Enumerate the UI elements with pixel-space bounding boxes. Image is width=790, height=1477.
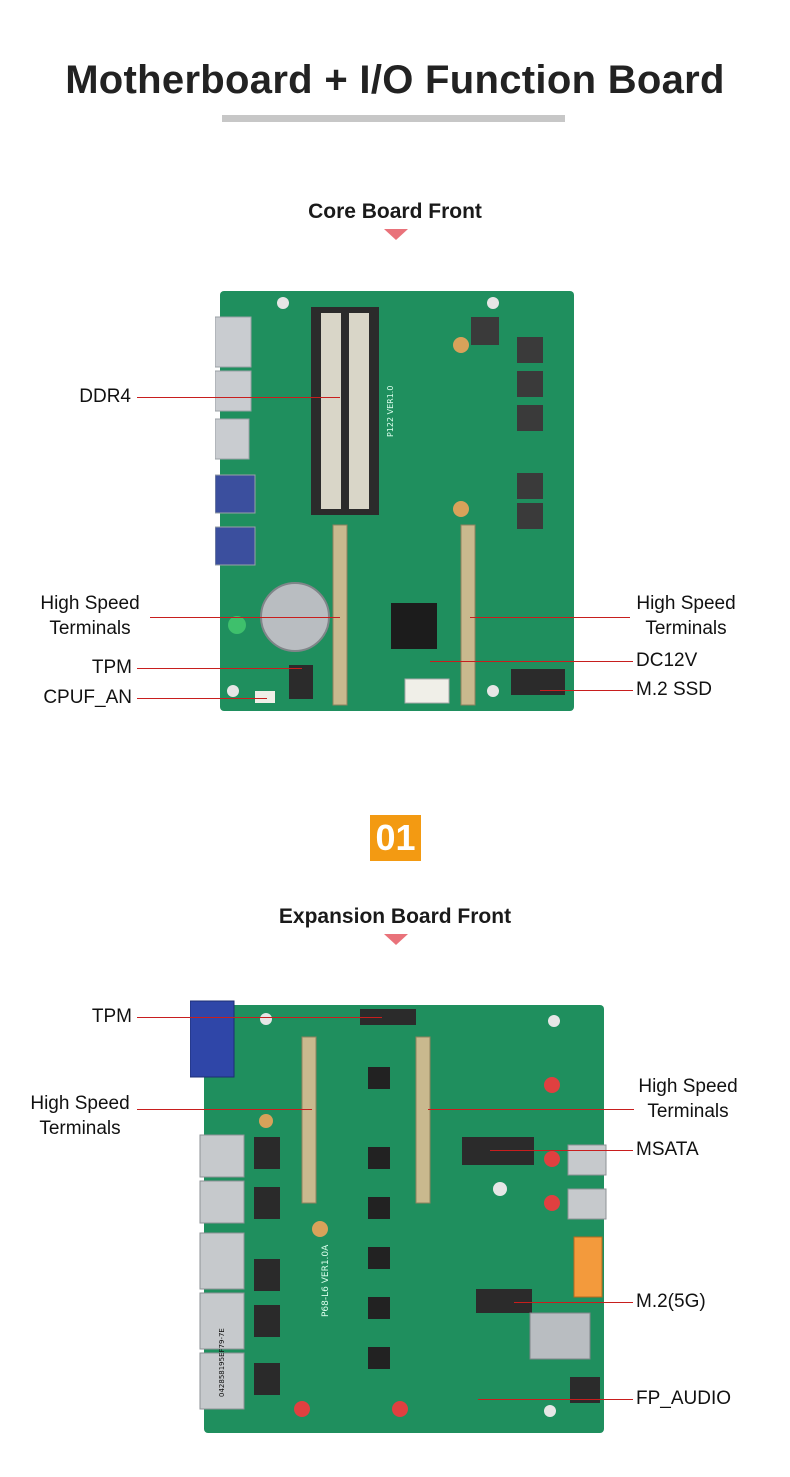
leader-m2-5g bbox=[514, 1302, 633, 1303]
core-board-image: P122 VER1.0 bbox=[215, 291, 574, 711]
leader-exp-high-speed-right bbox=[428, 1109, 634, 1110]
label-exp-high-speed-right-2: Terminals bbox=[647, 1101, 729, 1122]
section-badge: 01 bbox=[370, 815, 421, 861]
down-arrow-icon bbox=[384, 229, 408, 240]
leader-cpuf-an bbox=[137, 698, 267, 699]
label-high-speed-right-1: High Speed bbox=[636, 593, 736, 614]
leader-high-speed-right bbox=[470, 617, 630, 618]
label-fp-audio: FP_AUDIO bbox=[636, 1388, 732, 1409]
silk-version-expansion: P68-L6 VER1.0A bbox=[321, 1244, 331, 1317]
leader-high-speed-left bbox=[150, 617, 340, 618]
leader-msata bbox=[490, 1150, 633, 1151]
silk-sticker: 042858195EF79-7E bbox=[218, 1328, 226, 1397]
expansion-board-heading: Expansion Board Front bbox=[278, 905, 512, 928]
label-dc12v: DC12V bbox=[636, 650, 698, 671]
leader-ddr4 bbox=[137, 397, 340, 398]
label-exp-high-speed-left-2: Terminals bbox=[39, 1118, 121, 1139]
label-cpuf-an: CPUF_AN bbox=[43, 687, 132, 708]
label-high-speed-left-1: High Speed bbox=[40, 593, 140, 614]
down-arrow-icon bbox=[384, 934, 408, 945]
label-exp-high-speed-right-1: High Speed bbox=[638, 1076, 738, 1097]
page-title: Motherboard + I/O Function Board bbox=[65, 58, 725, 102]
leader-tpm-expansion bbox=[137, 1017, 382, 1018]
leader-exp-high-speed-left bbox=[137, 1109, 312, 1110]
leader-dc12v bbox=[430, 661, 633, 662]
silk-version: P122 VER1.0 bbox=[386, 386, 395, 437]
label-tpm-core: TPM bbox=[91, 657, 132, 678]
title-underline bbox=[222, 115, 565, 122]
label-m2-ssd: M.2 SSD bbox=[636, 679, 713, 700]
label-high-speed-right-2: Terminals bbox=[645, 618, 727, 639]
label-tpm-expansion: TPM bbox=[91, 1006, 132, 1027]
label-high-speed-left-2: Terminals bbox=[49, 618, 131, 639]
label-exp-high-speed-left-1: High Speed bbox=[30, 1093, 130, 1114]
expansion-board-image: P68-L6 VER1.0A 042858195EF79-7E bbox=[190, 1000, 607, 1433]
label-msata: MSATA bbox=[636, 1139, 699, 1160]
leader-m2-ssd bbox=[540, 690, 633, 691]
leader-fp-audio bbox=[478, 1399, 633, 1400]
label-ddr4: DDR4 bbox=[79, 386, 131, 407]
label-m2-5g: M.2(5G) bbox=[636, 1291, 706, 1312]
leader-tpm-core bbox=[137, 668, 302, 669]
core-board-heading: Core Board Front bbox=[308, 200, 482, 223]
